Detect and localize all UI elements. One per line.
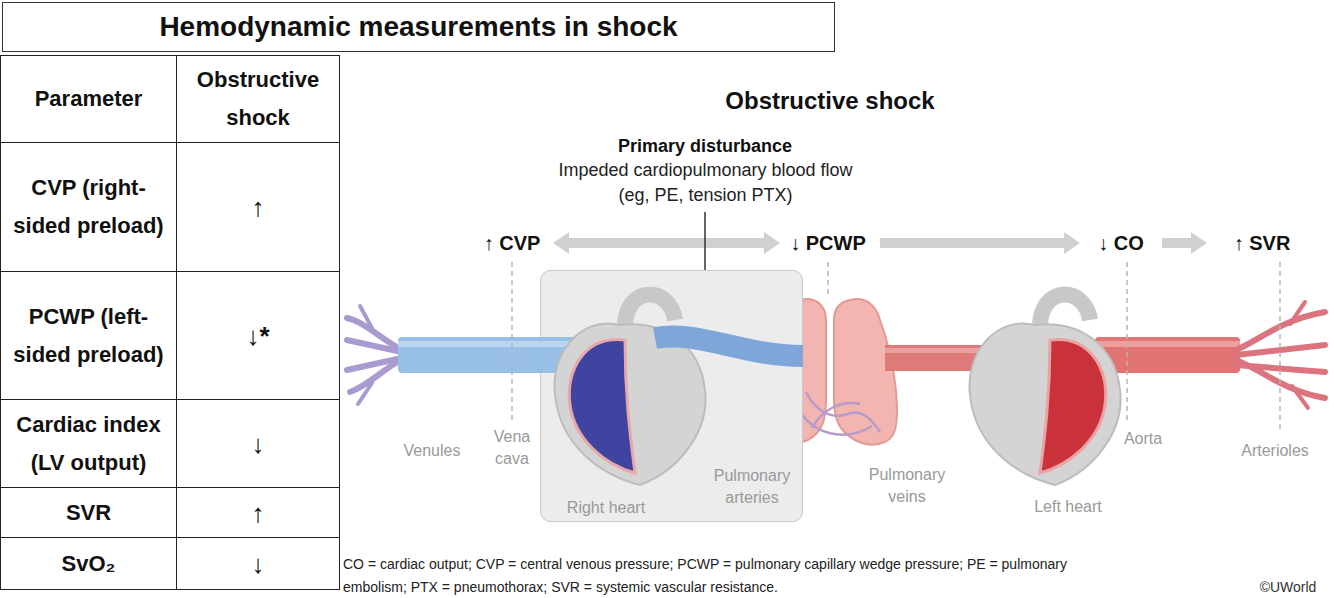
table-cell: CVP (right-sided preload) (0, 142, 177, 272)
pulmonary-capillaries-part (806, 392, 880, 432)
pulmonary-capillaries-part (800, 412, 872, 435)
trend-arrow: ↑ (252, 188, 265, 226)
disturbance-heading: Primary disturbance (555, 134, 855, 158)
part-label: Venules (392, 440, 472, 462)
table-cell-text: SVR (66, 494, 111, 532)
table-cell: PCWP (left-sided preload) (0, 271, 177, 400)
table-cell: Obstructive shock (176, 55, 340, 143)
copyright: ©UWorld (1248, 577, 1328, 597)
venules (347, 306, 402, 404)
arterioles-part (1292, 386, 1308, 408)
aorta-part (1095, 337, 1240, 373)
arterioles-part (1290, 302, 1305, 324)
flow-label: ↑ SVR (1212, 229, 1312, 257)
table-cell-text: Parameter (35, 80, 143, 118)
flow-label: ↓ PCWP (780, 229, 876, 257)
pulmonary-capillaries-part (812, 403, 860, 428)
flow-arrows-part (553, 232, 780, 254)
dashed-guides-part (1279, 262, 1281, 432)
left-heart-part (1040, 340, 1106, 473)
pulmonary-veins-part (885, 345, 985, 371)
part-label: Pulmonary veins (857, 464, 957, 508)
table-cell: ↑ (176, 487, 340, 538)
part-label: Right heart (551, 497, 661, 519)
right-heart (554, 294, 705, 484)
pulmonary-veins (885, 345, 985, 371)
table-cell: Parameter (0, 55, 177, 143)
disturbance-pointer (705, 212, 706, 270)
title-box: Hemodynamic measurements in shock (2, 2, 835, 52)
right-heart-part (625, 294, 675, 326)
left-heart-part (1040, 295, 1090, 327)
table-cell: ↓ (176, 537, 340, 590)
abbreviation-caption: CO = cardiac output; CVP = central venou… (343, 553, 1118, 598)
table-cell-text: SvO₂ (62, 545, 116, 583)
flow-arrows-part (1162, 232, 1207, 254)
disturbance-text: Impeded cardiopulmonary blood flow (eg, … (548, 158, 863, 208)
trend-arrow: ↓* (246, 317, 269, 355)
left-heart (969, 295, 1120, 485)
table-cell: SvO₂ (0, 537, 177, 590)
flow-label: ↑ CVP (470, 229, 554, 257)
left-heart-part (969, 323, 1120, 485)
heart-region-box: Right heart Pulmonary arteries (540, 270, 803, 522)
table-cell: ↓ (176, 399, 340, 488)
vena-cava-part (398, 337, 548, 373)
diagram-heading: Obstructive shock (630, 86, 1030, 116)
disturbance-pointer-part (704, 212, 706, 270)
right-heart-part (569, 339, 635, 472)
trend-arrow: ↓ (252, 425, 265, 463)
table-cell-text: Obstructive shock (182, 61, 334, 137)
venules-part (347, 340, 402, 352)
table-cell: ↑ (176, 142, 340, 272)
flow-label: ↓ CO (1085, 229, 1157, 257)
venules-part (360, 306, 372, 328)
dashed-guides-part (1126, 262, 1128, 420)
part-label: Vena cava (482, 426, 542, 470)
part-label: Aorta (1113, 428, 1173, 450)
part-label: Left heart (1018, 496, 1118, 518)
title-text: Hemodynamic measurements in shock (159, 11, 677, 43)
table-cell: ↓* (176, 271, 340, 400)
vena-cava (398, 337, 548, 373)
part-label: Arterioles (1230, 440, 1320, 462)
pulmonary-veins-part (885, 348, 985, 353)
dashed-guides-part (827, 262, 829, 298)
table-cell-text: CVP (right-sided preload) (6, 169, 171, 245)
aorta-part (1095, 341, 1240, 347)
table-cell-text: Cardiac index (LV output) (6, 406, 171, 482)
vena-cava-part (398, 341, 548, 347)
part-label: Pulmonary arteries (704, 465, 800, 509)
pulmonary-capillaries (800, 392, 880, 435)
table-cell-text: PCWP (left-sided preload) (6, 298, 171, 374)
table-cell: Cardiac index (LV output) (0, 399, 177, 488)
venules-part (347, 358, 402, 370)
venules-part (358, 383, 372, 404)
dashed-guides-part (511, 262, 513, 420)
trend-arrow: ↓ (252, 545, 265, 583)
pulmonary-artery (655, 336, 803, 356)
aorta (1095, 337, 1240, 373)
pulmonary-artery-part (655, 336, 803, 356)
lungs-part (834, 299, 897, 445)
table-cell: SVR (0, 487, 177, 538)
flow-arrows-part (880, 232, 1080, 254)
trend-arrow: ↑ (252, 494, 265, 532)
